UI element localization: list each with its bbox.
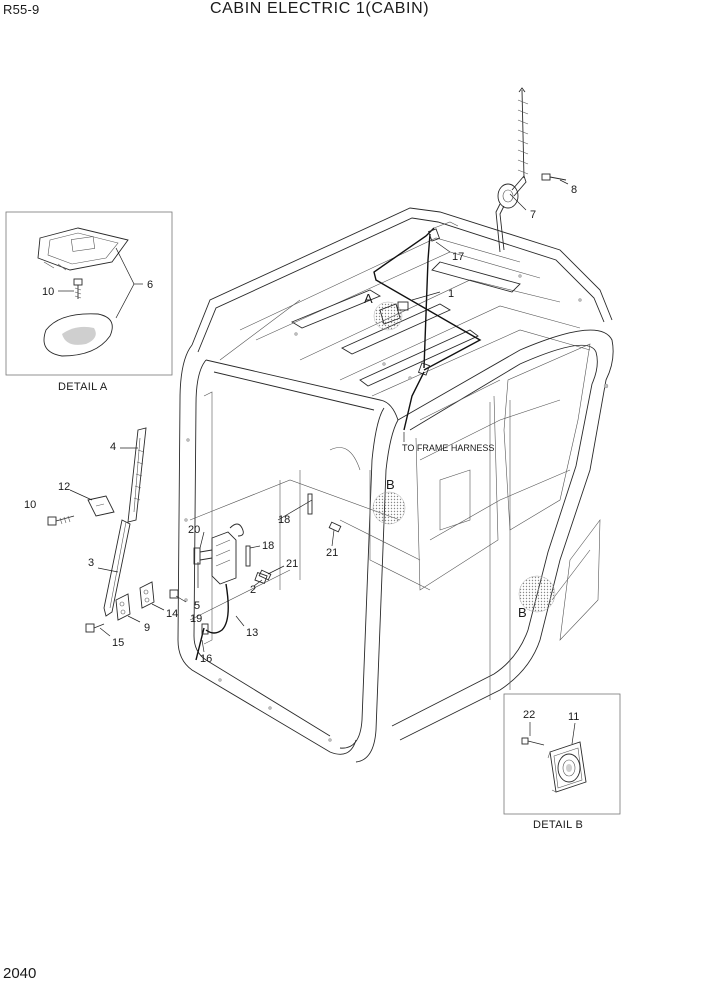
detail-b-caption: DETAIL B — [533, 819, 583, 831]
speaker-part — [547, 741, 587, 793]
callout-1: 1 — [448, 288, 454, 300]
detail-b-frame — [503, 693, 621, 815]
wiper-bolt — [47, 515, 75, 526]
callout-21b: 21 — [326, 547, 338, 559]
roof-harness — [373, 221, 482, 431]
small-connector-part — [169, 589, 179, 599]
callout-detail-a-10: 10 — [42, 286, 54, 298]
fitting-21b — [328, 521, 342, 533]
view-marker-b-lower: B — [518, 605, 527, 620]
room-lamp-part — [37, 227, 129, 271]
callout-7: 7 — [530, 209, 536, 221]
page-title: CABIN ELECTRIC 1(CABIN) — [210, 0, 430, 17]
view-marker-a: A — [364, 291, 373, 306]
view-marker-b-upper: B — [386, 477, 395, 492]
callout-5: 5 — [194, 600, 200, 612]
relay-part — [245, 545, 251, 567]
switch-plate-part — [139, 581, 155, 609]
plate-bolt — [85, 623, 105, 633]
wiper-blade-part — [127, 427, 147, 523]
antenna-assembly — [495, 87, 567, 253]
detail-a-caption: DETAIL A — [58, 381, 108, 393]
relay-part-2 — [307, 493, 313, 515]
callout-2: 2 — [250, 584, 256, 596]
room-lamp-mount — [379, 303, 401, 325]
callout-12: 12 — [58, 481, 70, 493]
callout-18b: 18 — [262, 540, 274, 552]
callout-21a: 21 — [286, 558, 298, 570]
fitting-21a — [258, 569, 272, 581]
callout-13: 13 — [246, 627, 258, 639]
callout-14: 14 — [166, 608, 178, 620]
leader-lines — [69, 179, 569, 653]
lower-harness — [195, 583, 229, 661]
wiper-bracket-part — [87, 495, 115, 517]
speaker-screw — [521, 737, 545, 746]
callout-detail-b-22: 22 — [523, 709, 535, 721]
page-number: 2040 — [3, 965, 37, 982]
callout-detail-a-6: 6 — [147, 279, 153, 291]
callout-4: 4 — [110, 441, 116, 453]
view-a-area — [373, 301, 403, 331]
callout-20: 20 — [188, 524, 200, 536]
model-code: R55-9 — [3, 2, 40, 17]
callout-19: 19 — [190, 613, 202, 625]
callout-17: 17 — [452, 251, 464, 263]
detail-a-panel: 10 6 DETAIL A — [5, 211, 173, 393]
callout-3: 3 — [88, 557, 94, 569]
detail-b-panel: 22 11 DETAIL B — [503, 693, 621, 831]
lamp-lens-part — [43, 313, 113, 357]
callout-16: 16 — [200, 653, 212, 665]
callout-labels: 1 2 3 4 5 7 8 9 10 12 13 14 15 16 17 18 … — [24, 184, 577, 665]
callout-detail-b-11: 11 — [568, 711, 579, 723]
callout-8: 8 — [571, 184, 577, 196]
callout-10: 10 — [24, 499, 36, 511]
detail-a-frame — [5, 211, 173, 376]
view-b-upper-area — [372, 491, 406, 525]
cabin-frame — [177, 207, 614, 763]
callout-18a: 18 — [278, 514, 290, 526]
wiper-arm-part — [103, 519, 131, 617]
antenna-bolt — [541, 173, 567, 181]
view-b-lower-area — [518, 575, 556, 613]
detail-a-screw — [73, 278, 83, 299]
callout-15: 15 — [112, 637, 124, 649]
callout-9: 9 — [144, 622, 150, 634]
mount-plate-part — [115, 593, 131, 621]
frame-harness-note: TO FRAME HARNESS — [402, 443, 494, 453]
controller-unit-part — [193, 523, 244, 585]
